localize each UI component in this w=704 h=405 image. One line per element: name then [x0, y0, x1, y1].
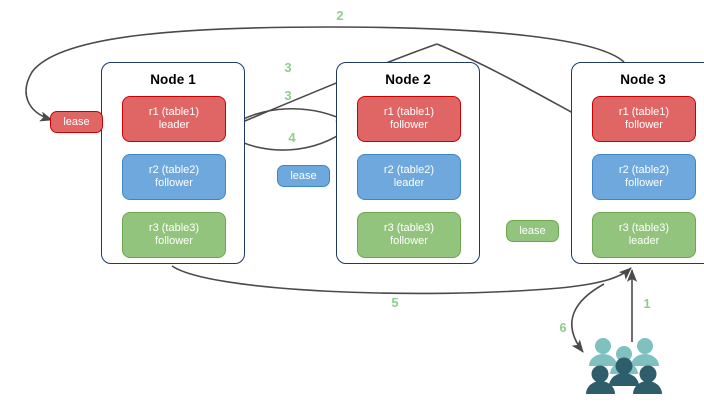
range-name: r3 (table3)	[148, 222, 200, 234]
range-role: follower	[390, 235, 428, 247]
range-name: r1 (table1)	[618, 106, 670, 118]
range-role: follower	[625, 177, 663, 189]
range-r3[interactable]: r3 (table3) follower	[122, 212, 226, 258]
node-card-node3[interactable]: Node 3 r1 (table1) follower r2 (table2) …	[571, 62, 704, 264]
arrow-step-3-bow	[227, 108, 349, 129]
range-role: follower	[625, 119, 663, 131]
node-title: Node 1	[150, 72, 196, 87]
arrow-step-6	[571, 283, 605, 353]
range-name: r1 (table1)	[383, 106, 435, 118]
range-name: r2 (table2)	[618, 164, 670, 176]
range-r1[interactable]: r1 (table1) follower	[592, 96, 696, 142]
arrow-step-3-long-tail	[436, 43, 585, 120]
step-label-4: 4	[288, 130, 296, 145]
range-name: r2 (table2)	[148, 164, 200, 176]
step-label-3a: 3	[284, 60, 292, 75]
range-role: follower	[155, 235, 193, 247]
range-role: follower	[390, 119, 428, 131]
range-r3[interactable]: r3 (table3) follower	[357, 212, 461, 258]
range-r1[interactable]: r1 (table1) follower	[357, 96, 461, 142]
range-r1[interactable]: r1 (table1) leader	[122, 96, 226, 142]
range-role: leader	[158, 119, 190, 131]
step-label-5: 5	[391, 295, 399, 310]
arrow-step-5	[171, 265, 632, 295]
range-role: leader	[393, 177, 425, 189]
range-r2[interactable]: r2 (table2) follower	[592, 154, 696, 200]
node-card-node2[interactable]: Node 2 r1 (table1) follower r2 (table2) …	[336, 62, 480, 264]
range-name: r3 (table3)	[618, 222, 670, 234]
lease-badge-green[interactable]: lease	[506, 220, 559, 242]
step-label-6: 6	[559, 320, 567, 335]
range-name: r1 (table1)	[148, 106, 200, 118]
range-r3[interactable]: r3 (table3) leader	[592, 212, 696, 258]
arrow-step-2	[25, 26, 625, 122]
node-card-node1[interactable]: Node 1 r1 (table1) leader r2 (table2) fo…	[101, 62, 245, 264]
range-name: r3 (table3)	[383, 222, 435, 234]
step-label-3b: 3	[284, 88, 292, 103]
node-title: Node 3	[620, 72, 666, 87]
range-role: follower	[155, 177, 193, 189]
range-r2[interactable]: r2 (table2) follower	[122, 154, 226, 200]
people-group-icon	[586, 338, 662, 394]
step-label-2: 2	[336, 8, 344, 23]
step-label-1: 1	[643, 296, 651, 311]
range-r2[interactable]: r2 (table2) leader	[357, 154, 461, 200]
lease-badge-red[interactable]: lease	[50, 111, 103, 133]
range-name: r2 (table2)	[383, 164, 435, 176]
node-title: Node 2	[385, 72, 431, 87]
range-role: leader	[628, 235, 660, 247]
lease-badge-blue[interactable]: lease	[277, 165, 330, 187]
